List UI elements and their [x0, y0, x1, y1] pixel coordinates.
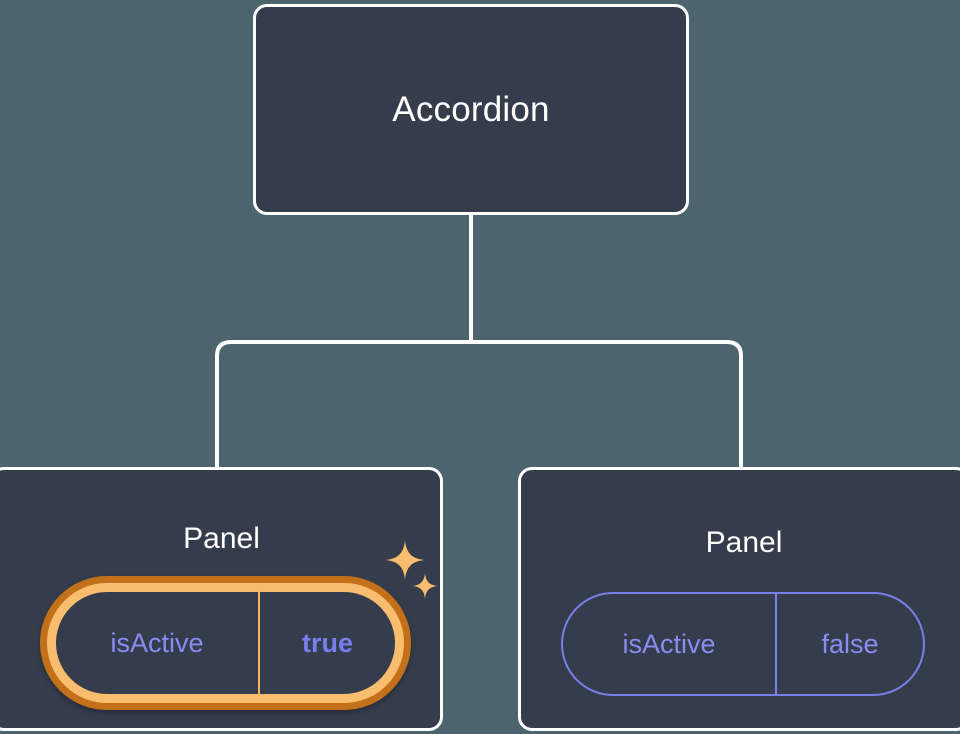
node-accordion[interactable]: Accordion [253, 4, 689, 215]
node-panel-inactive[interactable]: Panel isActive false [518, 467, 960, 731]
prop-key-isactive-inactive: isActive [563, 594, 777, 694]
node-panel-active-body: Panel isActive true [0, 470, 440, 728]
node-panel-active-label: Panel [183, 522, 260, 555]
highlight-ring-inner [47, 583, 404, 703]
prop-value-false: false [821, 628, 879, 659]
highlight-ring-outer [40, 576, 411, 710]
prop-pill-inactive[interactable]: isActive false [561, 592, 925, 696]
node-accordion-label: Accordion [392, 89, 550, 129]
node-panel-inactive-body: Panel isActive false [521, 470, 960, 728]
prop-pill-active[interactable]: isActive true [56, 591, 395, 695]
prop-pill-active-highlight[interactable]: isActive true [40, 576, 411, 710]
connector-branch-bus [215, 340, 743, 470]
prop-key-isactive-active: isActive [56, 591, 260, 695]
node-panel-active[interactable]: Panel isActive true [0, 467, 443, 731]
node-panel-inactive-label: Panel [705, 526, 783, 559]
prop-value-true: true [301, 627, 353, 658]
